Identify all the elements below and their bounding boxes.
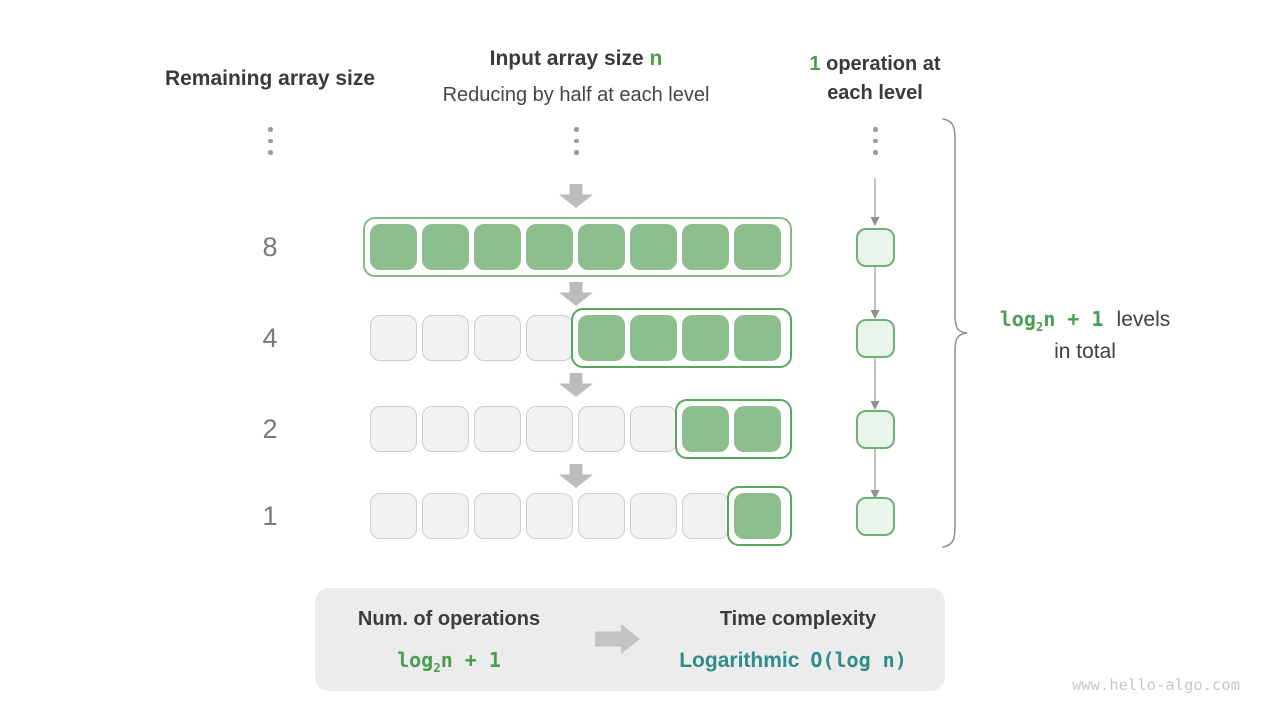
header-input-array-size: Input array size n	[396, 46, 756, 72]
big-o-notation: O(log n)	[810, 648, 907, 672]
array-cell-active	[682, 224, 729, 270]
array-cell-active	[370, 224, 417, 270]
array-cell-excluded	[526, 315, 573, 361]
array-cell-excluded	[578, 493, 625, 539]
ellipsis-icon	[268, 127, 273, 155]
size-label-8: 8	[262, 232, 278, 262]
header-n-highlight: n	[649, 47, 663, 70]
array-cell-active	[734, 493, 781, 539]
array-cell-active	[422, 224, 469, 270]
active-subarray-outline	[727, 486, 792, 546]
array-cell-excluded	[370, 493, 417, 539]
brace-icon	[942, 118, 968, 548]
operation-box	[855, 496, 895, 536]
operation-box	[855, 409, 895, 449]
array-cell-excluded	[526, 493, 573, 539]
array-cell-active	[578, 315, 625, 361]
header-reducing-subtitle: Reducing by half at each level	[442, 84, 710, 106]
size-label-4: 4	[262, 323, 278, 353]
ellipsis-icon	[873, 127, 878, 155]
summary-card: Num. of operations log2n + 1 Time comple…	[315, 588, 945, 691]
down-arrow-icon	[559, 282, 593, 306]
array-cell-excluded	[682, 493, 729, 539]
array-cell-excluded	[422, 315, 469, 361]
levels-total-line1: log2n + 1 levels	[975, 307, 1195, 334]
header-operation-text: operation at	[820, 53, 941, 75]
log-formula: log2n + 1	[999, 307, 1104, 334]
array-cell-excluded	[578, 406, 625, 452]
levels-total-line2: in total	[1054, 340, 1116, 363]
array-cell-active	[734, 315, 781, 361]
logarithmic-word: Logarithmic	[679, 649, 800, 672]
down-arrow-icon	[559, 464, 593, 488]
array-cell-active	[630, 224, 677, 270]
array-cell-excluded	[370, 315, 417, 361]
operation-flow-arrows	[870, 178, 880, 499]
summary-right-value: Logarithmic O(log n)	[645, 648, 941, 673]
array-cell-excluded	[630, 406, 677, 452]
array-cell-active	[734, 224, 781, 270]
active-subarray-outline	[675, 399, 792, 459]
operation-box	[855, 318, 895, 358]
size-label-2: 2	[262, 414, 278, 444]
summary-left-formula: log2n + 1	[397, 648, 501, 675]
array-cell-active	[526, 224, 573, 270]
array-cell-excluded	[422, 493, 469, 539]
array-cell-excluded	[526, 406, 573, 452]
header-one-highlight: 1	[809, 53, 821, 75]
header-input-array-size-text: Input array size	[489, 47, 650, 70]
levels-total-label: log2n + 1 levels in total	[975, 307, 1195, 364]
summary-left-title: Num. of operations	[357, 608, 541, 630]
levels-word: levels	[1116, 308, 1171, 331]
array-cell-excluded	[474, 406, 521, 452]
operation-box	[855, 227, 895, 267]
summary-right-title: Time complexity	[719, 608, 877, 630]
size-label-1: 1	[262, 501, 278, 531]
array-cell-active	[682, 315, 729, 361]
header-remaining-array-size: Remaining array size	[164, 67, 376, 90]
array-cell-excluded	[422, 406, 469, 452]
array-cell-active	[630, 315, 677, 361]
array-cell-active	[578, 224, 625, 270]
active-subarray-outline	[571, 308, 792, 368]
array-cell-excluded	[474, 493, 521, 539]
array-cell-excluded	[474, 315, 521, 361]
active-subarray-outline	[363, 217, 792, 277]
array-cell-excluded	[370, 406, 417, 452]
ellipsis-icon	[574, 127, 579, 155]
down-arrow-icon	[559, 373, 593, 397]
watermark: www.hello-algo.com	[1072, 676, 1240, 694]
array-cell-active	[682, 406, 729, 452]
down-arrow-icon	[559, 184, 593, 208]
array-cell-excluded	[630, 493, 677, 539]
right-arrow-icon	[595, 624, 640, 654]
array-cell-active	[474, 224, 521, 270]
header-operations-line2: each level	[827, 82, 923, 104]
array-cell-active	[734, 406, 781, 452]
header-operations-line1: 1 operation at	[770, 51, 980, 77]
